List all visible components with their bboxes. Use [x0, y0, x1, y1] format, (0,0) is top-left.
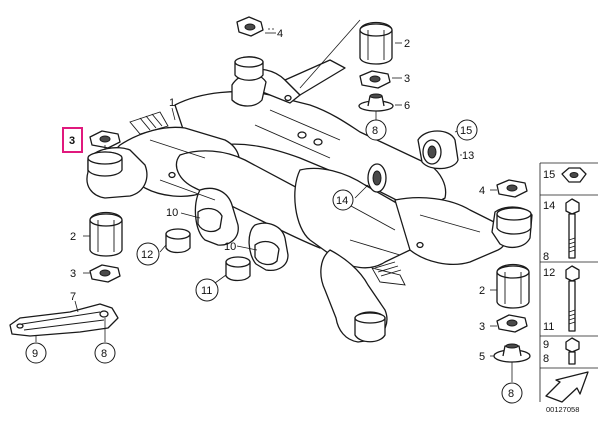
legend-15: 15 — [543, 169, 555, 181]
callout-14: 14 — [336, 195, 348, 207]
callout-12: 12 — [141, 249, 153, 261]
washer-3-left-lower — [89, 264, 121, 283]
document-number: 00127058 — [546, 405, 579, 414]
callout-2-top: 2 — [404, 38, 410, 50]
bolt-12-icon — [565, 265, 580, 332]
callout-11: 11 — [201, 285, 212, 297]
bushing-right-top — [496, 207, 532, 235]
callout-4-right: 4 — [479, 185, 485, 197]
washer-3-right — [496, 314, 528, 333]
bushing-11 — [225, 256, 251, 282]
callout-3-highlight-box — [62, 127, 83, 153]
washer-3-top-right — [359, 70, 391, 89]
bracket-plate-7 — [9, 303, 119, 337]
callout-3-top-right: 3 — [404, 73, 410, 85]
callout-10-mid: 10 — [224, 241, 236, 253]
callout-2-left: 2 — [70, 231, 76, 243]
callout-3-highlighted: 3 — [69, 135, 75, 147]
callouts: 4 2 3 6 8 15 13 14 1 3 2 3 7 9 8 10 10 1… — [25, 28, 523, 404]
arrow-icon — [545, 371, 589, 403]
washer-3-left-highlighted — [89, 130, 121, 149]
bolt-14-icon — [565, 198, 580, 259]
legend-14: 14 — [543, 200, 555, 212]
washer-4-right — [496, 179, 528, 198]
callout-6: 6 — [404, 100, 410, 112]
cup-6 — [358, 93, 394, 112]
callout-8-right: 8 — [508, 388, 514, 400]
callout-10-left: 10 — [166, 207, 178, 219]
callout-1: 1 — [169, 97, 175, 109]
callout-15: 15 — [460, 125, 472, 137]
callout-3-left-lower: 3 — [70, 268, 76, 280]
callout-5: 5 — [479, 351, 485, 363]
legend-12: 12 — [543, 267, 555, 279]
bushing-12 — [165, 228, 191, 254]
legend-9: 9 — [543, 339, 549, 351]
bushing-left-top — [87, 151, 123, 177]
bushing-13-15 — [417, 130, 459, 170]
legend-11: 11 — [543, 321, 554, 333]
rear-axle-carrier — [86, 56, 533, 343]
bolt-9-icon — [565, 337, 580, 365]
callout-4-top: 4 — [277, 28, 283, 40]
callout-3-right: 3 — [479, 321, 485, 333]
callout-9: 9 — [32, 348, 38, 360]
callout-8-left: 8 — [101, 348, 107, 360]
bushing-2-top — [359, 21, 393, 65]
legend-8-lower: 8 — [543, 353, 549, 365]
fastener-legend-panel: 15 14 8 12 11 9 8 00127058 — [539, 162, 598, 414]
nut-15-icon — [561, 167, 587, 183]
callout-7: 7 — [70, 291, 76, 303]
bushing-2-left — [89, 211, 123, 257]
legend-8-upper: 8 — [543, 251, 549, 263]
cup-5 — [493, 343, 531, 363]
callout-8-top: 8 — [372, 125, 378, 137]
bushing-2-right — [496, 263, 530, 309]
callout-2-right: 2 — [479, 285, 485, 297]
washer-4-top — [236, 16, 264, 37]
callout-13: 13 — [462, 150, 474, 162]
